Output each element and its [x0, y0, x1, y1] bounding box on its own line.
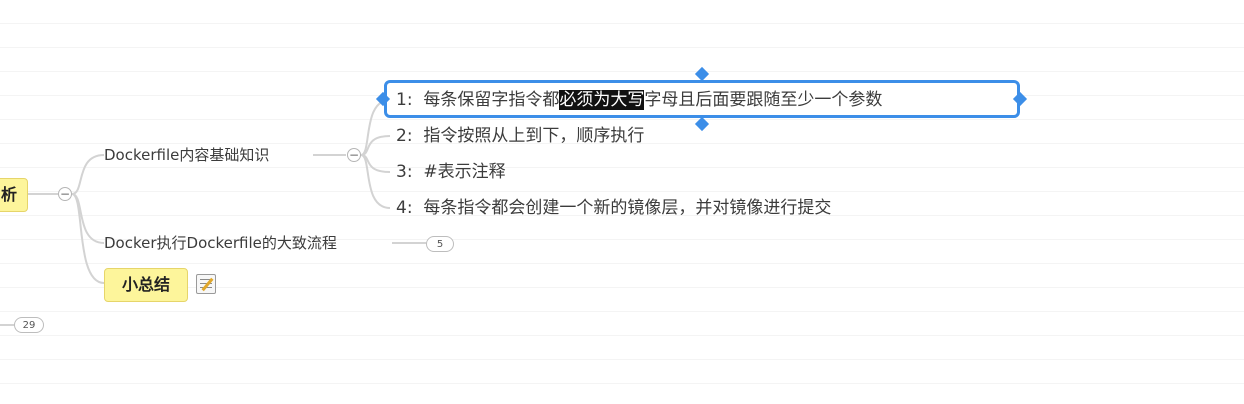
- topic-item-1[interactable]: 1: 每条保留字指令都必须为大写字母且后面要跟随至少一个参数: [396, 89, 882, 111]
- item-2-text: 指令按照从上到下，顺序执行: [423, 126, 645, 146]
- topic-docker-flow-label: Docker执行Dockerfile的大致流程: [104, 234, 337, 252]
- collapse-toggle-parent[interactable]: −: [58, 187, 72, 201]
- topic-item-3[interactable]: 3: #表示注释: [396, 162, 506, 182]
- collapse-symbol: −: [348, 148, 360, 162]
- topic-item-2[interactable]: 2: 指令按照从上到下，顺序执行: [396, 126, 644, 146]
- connector-item-4: [360, 154, 391, 209]
- item-4-text: 每条指令都会创建一个新的镜像层，并对镜像进行提交: [423, 198, 832, 218]
- item-4-number: 4:: [396, 198, 413, 218]
- item-3-number: 3:: [396, 162, 413, 182]
- parent-topic-partial[interactable]: 析: [0, 178, 28, 212]
- item-3-text: #表示注释: [423, 162, 506, 182]
- collapsed-count-badge-bottom[interactable]: 29: [14, 317, 44, 333]
- collapsed-count-badge[interactable]: 5: [426, 236, 454, 252]
- item-1-text-before: 每条保留字指令都: [423, 90, 560, 110]
- item-1-text-after: 字母且后面要跟随至少一个参数: [644, 90, 883, 110]
- topic-summary[interactable]: 小总结: [104, 268, 188, 302]
- topic-summary-label: 小总结: [121, 275, 170, 294]
- collapsed-count-value: 5: [436, 239, 444, 250]
- topic-dockerfile-basics[interactable]: Dockerfile内容基础知识: [104, 145, 269, 165]
- topic-item-4[interactable]: 4: 每条指令都会创建一个新的镜像层，并对镜像进行提交: [396, 198, 831, 218]
- connector-basics: [71, 154, 105, 195]
- connector-item-2: [360, 135, 391, 156]
- connector-summary: [71, 193, 105, 284]
- collapse-toggle-basics[interactable]: −: [347, 148, 361, 162]
- topic-docker-flow[interactable]: Docker执行Dockerfile的大致流程: [104, 233, 337, 253]
- item-1-selected-text[interactable]: 必须为大写: [559, 90, 645, 110]
- item-1-number: 1:: [396, 90, 413, 110]
- topic-dockerfile-basics-label: Dockerfile内容基础知识: [104, 146, 270, 164]
- collapse-symbol: −: [59, 187, 71, 201]
- note-icon[interactable]: [196, 274, 216, 294]
- parent-topic-label: 析: [0, 185, 17, 204]
- item-2-number: 2:: [396, 126, 413, 146]
- collapsed-count-bottom-value: 29: [22, 320, 36, 331]
